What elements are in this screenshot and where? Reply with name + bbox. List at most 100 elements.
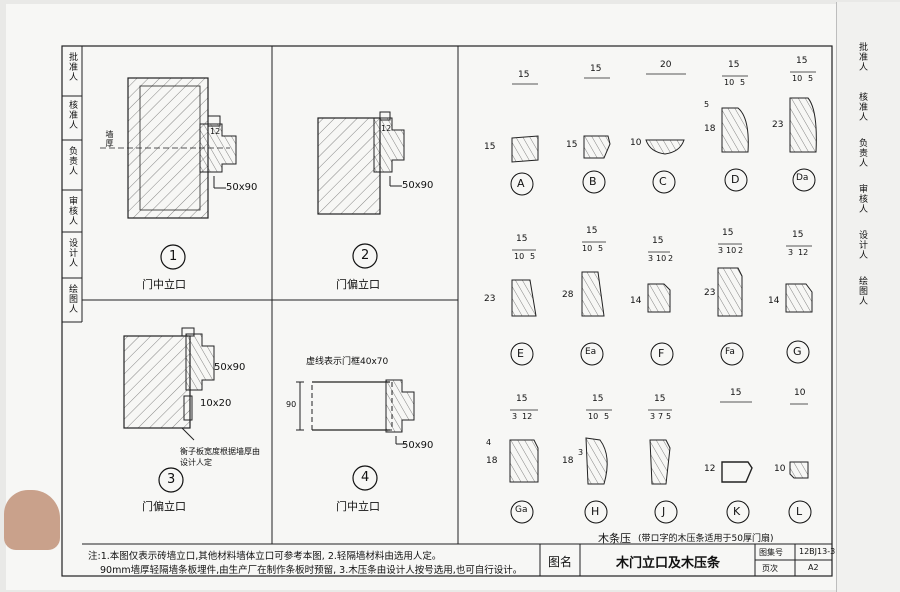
sidebar-right-2: 核准人 — [857, 92, 867, 122]
strip-Ga-dim3: 12 — [522, 412, 533, 421]
strip-Fa-dim4: 2 — [738, 246, 744, 255]
detail-1-number: 1 — [169, 249, 178, 264]
strip-Fa-dim2: 3 — [718, 246, 724, 255]
strip-Da-dim3: 5 — [808, 74, 814, 83]
strip-J-dim: 15 — [654, 394, 666, 404]
strip-Fa-dim: 15 — [722, 228, 734, 238]
strip-E-dim3: 5 — [530, 252, 536, 261]
atlas-label: 图集号 — [759, 548, 783, 557]
detail-3-drawing — [123, 327, 215, 493]
thumb-in-photo — [4, 490, 60, 550]
strip-L-dim: 10 — [794, 388, 806, 398]
detail-1-dim-small: 12 — [210, 127, 221, 136]
sidebar-left-5: 设计人 — [67, 238, 77, 268]
detail-2-dim-small: 12 — [381, 124, 392, 133]
strip-D-side: 18 — [704, 124, 716, 134]
paper-next-page — [836, 2, 900, 592]
strip-F-label: F — [658, 347, 665, 360]
strip-E-dim2: 10 — [514, 252, 525, 261]
strip-Ea-label: Ea — [585, 347, 597, 357]
strip-C-side: 10 — [630, 138, 642, 148]
detail-1-side-label: 墙厚 — [105, 130, 114, 148]
detail-4-dim-90: 90 — [286, 400, 297, 409]
sidebar-right-4: 审核人 — [857, 184, 867, 214]
detail-3-caption: 门偏立口 — [142, 500, 186, 513]
strip-J-dim3: 7 — [658, 412, 664, 421]
strip-H-label: H — [591, 505, 600, 518]
sidebar-left-3: 负责人 — [67, 146, 77, 176]
strip-Ga-label: Ga — [515, 505, 528, 515]
detail-1-caption: 门中立口 — [142, 278, 186, 291]
strip-Ea-dim: 15 — [586, 226, 598, 236]
detail-2-drawing — [317, 111, 405, 269]
strip-D-side2: 5 — [704, 100, 710, 109]
strip-E-dim: 15 — [516, 234, 528, 244]
sidebar-left-6: 绘图人 — [67, 284, 77, 314]
strip-Ga-dim2: 3 — [512, 412, 518, 421]
strip-Ea-dim3: 5 — [598, 244, 604, 253]
strip-Ga-dim: 15 — [516, 394, 528, 404]
strip-C-label: C — [659, 175, 667, 188]
strip-Da-side: 23 — [772, 120, 784, 130]
strip-G-dim3: 12 — [798, 248, 809, 257]
strip-Da-label: Da — [796, 173, 809, 183]
notes-line-2: 90mm墙厚轻隔墙条板埋件,由生产厂在制作条板时预留, 3.木压条由设计人按号选… — [100, 565, 523, 576]
strip-A-dim: 15 — [518, 70, 530, 80]
strips-subcaption: (带ロ字的木压条适用于50厚门扇) — [638, 534, 774, 544]
strip-E-side: 23 — [484, 294, 496, 304]
strip-A-label: A — [517, 177, 525, 190]
sidebar-left-4: 审核人 — [67, 196, 77, 226]
detail-2-number: 2 — [361, 248, 370, 263]
strip-G-side: 14 — [768, 296, 780, 306]
strip-K-dim: 15 — [730, 388, 742, 398]
strip-G-dim: 15 — [792, 230, 804, 240]
strip-F-dim: 15 — [652, 236, 664, 246]
strip-D-dim: 15 — [728, 60, 740, 70]
strip-Fa-side: 23 — [704, 288, 716, 298]
strip-Da-dim2: 10 — [792, 74, 803, 83]
strip-B-label: B — [589, 175, 597, 188]
sidebar-left-2: 核准人 — [67, 100, 77, 130]
sidebar-left-1: 批准人 — [67, 52, 77, 82]
detail-4-drawing — [296, 379, 415, 491]
strip-H-dim3: 5 — [604, 412, 610, 421]
detail-4-note: 虚线表示门框40x70 — [306, 357, 389, 367]
strips-caption: 木条压 — [598, 532, 631, 545]
strip-H-side: 18 — [562, 456, 574, 466]
strip-Ea-side: 28 — [562, 290, 574, 300]
strip-J-dim4: 5 — [666, 412, 672, 421]
strip-B-side: 15 — [566, 140, 578, 150]
strip-G-dim2: 3 — [788, 248, 794, 257]
strip-B-dim: 15 — [590, 64, 602, 74]
strip-F-dim3: 10 — [656, 254, 667, 263]
sidebar-right-5: 设计人 — [857, 230, 867, 260]
detail-2-caption: 门偏立口 — [336, 278, 380, 291]
detail-4-dim: 50x90 — [402, 440, 434, 451]
strip-F-side: 14 — [630, 296, 642, 306]
strip-L-label: L — [796, 505, 803, 518]
sheet-title: 木门立口及木压条 — [616, 556, 721, 571]
strip-F-dim4: 2 — [668, 254, 674, 263]
strip-Da-dim: 15 — [796, 56, 808, 66]
strip-D-dim2: 10 — [724, 78, 735, 87]
strip-profiles — [509, 97, 817, 524]
strip-Fa-label: Fa — [725, 347, 735, 357]
strip-K-side: 12 — [704, 464, 716, 474]
strip-Ga-side: 18 — [486, 456, 498, 466]
strip-D-label: D — [731, 173, 740, 186]
strip-A-side: 15 — [484, 142, 496, 152]
detail-4-caption: 门中立口 — [336, 500, 380, 513]
strip-Fa-dim3: 10 — [726, 246, 737, 255]
strip-C-dim: 20 — [660, 60, 672, 70]
detail-3-number: 3 — [167, 472, 176, 487]
sheet-frame — [61, 45, 833, 577]
detail-1-dim: 50x90 — [226, 182, 258, 193]
strip-Ea-dim2: 10 — [582, 244, 593, 253]
sidebar-right-3: 负责人 — [857, 138, 867, 168]
strip-K-label: K — [733, 505, 741, 518]
atlas-number: 12BJ13-3 — [799, 547, 836, 556]
page-label: 页次 — [762, 564, 778, 573]
detail-4-number: 4 — [361, 470, 370, 485]
page-number: A2 — [808, 563, 819, 572]
